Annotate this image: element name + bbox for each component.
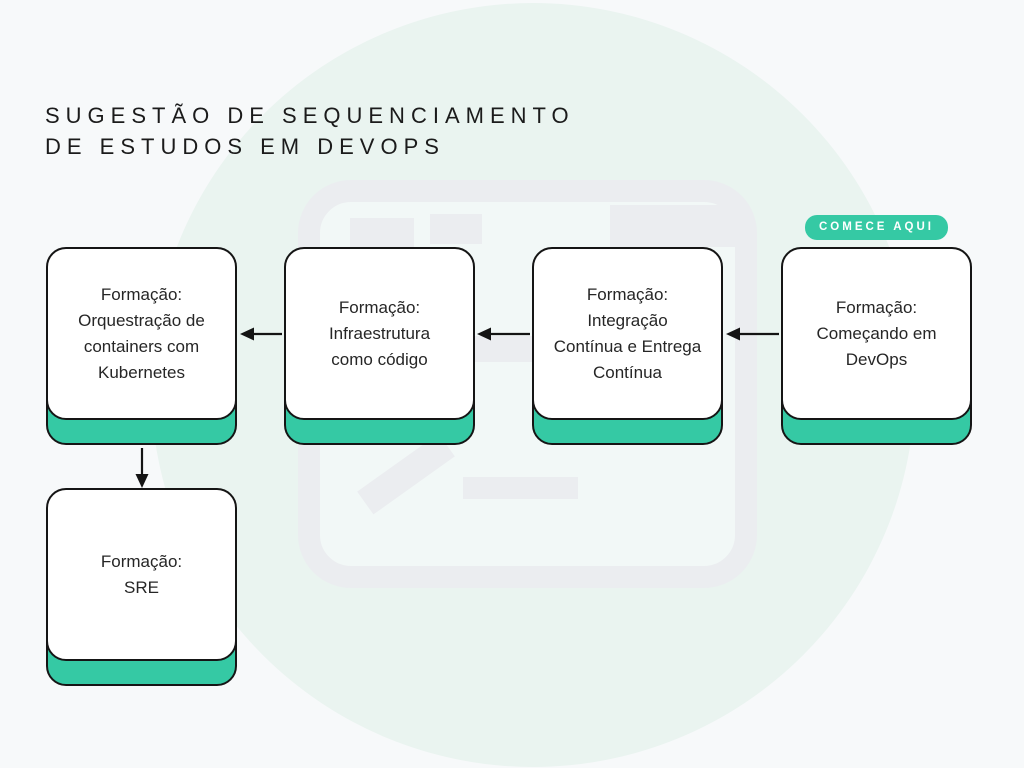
card-prefix: Formação:: [586, 284, 669, 304]
page-title: SUGESTÃO DE SEQUENCIAMENTO DE ESTUDOS EM…: [45, 103, 575, 159]
card-body: Formação: Integração Contínua e Entrega …: [532, 247, 723, 420]
card-body: Formação: Começando em DevOps: [781, 247, 972, 420]
card-prefix: Formação:: [100, 551, 183, 571]
card-name: Orquestração de containers com Kubernete…: [78, 310, 205, 382]
card-name: SRE: [124, 577, 159, 597]
card-body: Formação: Infraestrutura como código: [284, 247, 475, 420]
arrow-kubernetes-to-sre: [135, 448, 149, 488]
card-body: Formação: SRE: [46, 488, 237, 661]
card-prefix: Formação:: [835, 297, 918, 317]
card-body: Formação: Orquestração de containers com…: [46, 247, 237, 420]
card-prefix: Formação:: [100, 284, 183, 304]
card-name: Integração Contínua e Entrega Contínua: [553, 310, 702, 382]
start-here-badge: COMECE AQUI: [805, 215, 948, 240]
card-infra-codigo: Formação: Infraestrutura como código: [284, 247, 475, 447]
card-prefix: Formação:: [338, 297, 421, 317]
card-ci-cd: Formação: Integração Contínua e Entrega …: [532, 247, 723, 447]
card-kubernetes: Formação: Orquestração de containers com…: [46, 247, 237, 447]
card-name: Infraestrutura como código: [328, 323, 431, 369]
card-sre: Formação: SRE: [46, 488, 237, 688]
card-comecando-devops: Formação: Começando em DevOps: [781, 247, 972, 447]
card-name: Começando em DevOps: [816, 323, 937, 369]
